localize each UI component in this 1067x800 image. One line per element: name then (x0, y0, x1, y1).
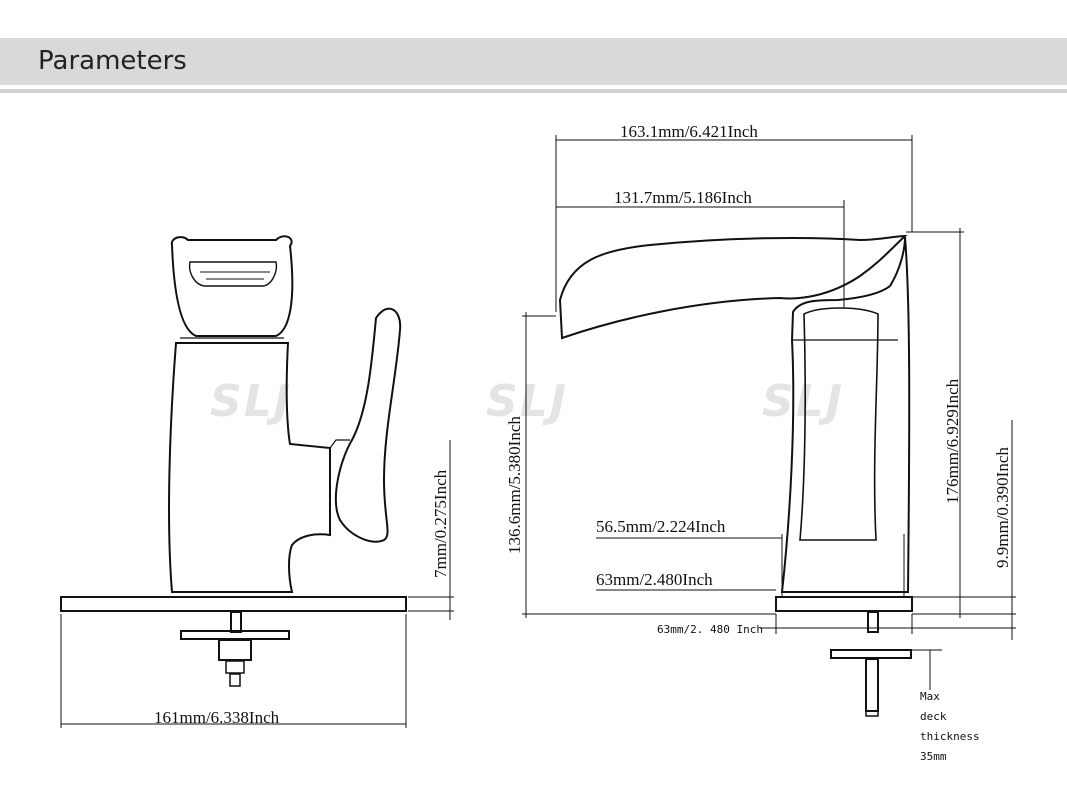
dim-base-thickness-right: 9.9mm/0.390Inch (993, 447, 1012, 568)
side-faucet-body (780, 236, 911, 593)
dim-base-thickness-left: 7mm/0.275Inch (431, 469, 450, 578)
threaded-rod (230, 611, 242, 633)
dim-spout-height: 136.6mm/5.380Inch (505, 416, 524, 554)
dim-base-width-small: 63mm/2. 480 Inch (657, 623, 763, 636)
side-threaded-rod (867, 611, 879, 633)
faucet-handle (334, 307, 402, 543)
watermark-left: SLJ (210, 376, 292, 427)
side-deck-plate (775, 596, 913, 612)
dim-body-width-base: 63mm/2.480Inch (596, 570, 713, 589)
front-view (60, 235, 454, 728)
body-window (799, 307, 879, 541)
dim-spout-reach: 131.7mm/5.186Inch (614, 188, 752, 207)
faucet-cap (170, 235, 294, 337)
spout (558, 234, 908, 340)
mounting-nut (218, 639, 252, 661)
side-mounting-washer (830, 649, 912, 659)
note-deck-line1: Max (920, 690, 940, 703)
page-title: Parameters (38, 46, 187, 76)
side-mounting-stud (865, 658, 879, 712)
note-deck-line3: thickness (920, 730, 980, 743)
dim-body-width-top: 56.5mm/2.224Inch (596, 517, 726, 536)
note-deck-line4: 35mm (920, 750, 947, 763)
watermark-center: SLJ (486, 376, 568, 427)
side-view (522, 135, 1016, 717)
watermark-right: SLJ (762, 376, 844, 427)
note-deck-line2: deck (920, 710, 947, 723)
header-bar: Parameters (0, 38, 1067, 85)
faucet-body (168, 342, 331, 593)
header-divider (0, 89, 1067, 93)
deck-plate (60, 596, 407, 612)
dim-total-height: 176mm/6.929Inch (943, 378, 962, 504)
dim-plate-width: 161mm/6.338Inch (154, 708, 280, 727)
dim-overall-length: 163.1mm/6.421Inch (620, 122, 758, 141)
